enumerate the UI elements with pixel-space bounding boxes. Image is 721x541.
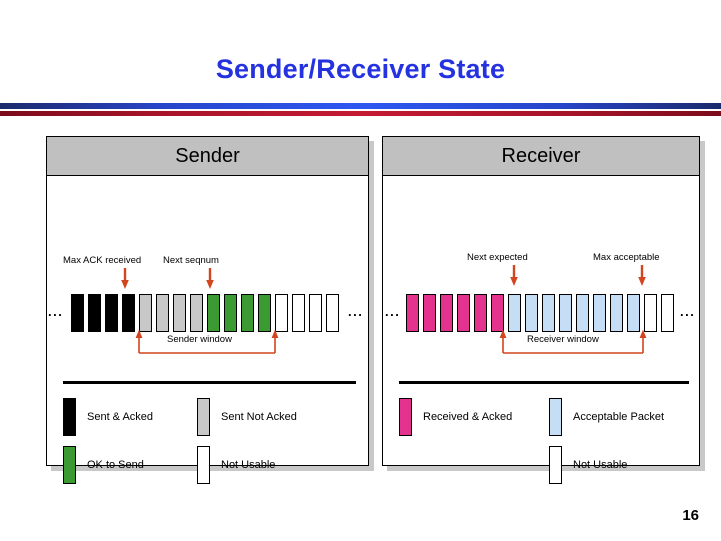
- sender-panel-body: Max ACK received Next seqnum ... ... Sen…: [47, 176, 368, 484]
- sender-packet-block: [207, 294, 220, 332]
- sender-packet-block: [156, 294, 169, 332]
- sender-packet-block: [71, 294, 84, 332]
- sender-window-bracket: [135, 329, 279, 354]
- receiver-panel-title: Receiver: [501, 144, 581, 167]
- legend-item-received-acked: Received & Acked: [399, 398, 512, 436]
- receiver-left-ellipsis: ...: [385, 304, 401, 319]
- legend-item-sent-not-acked: Sent Not Acked: [197, 398, 297, 436]
- legend-label-not-usable-sender: Not Usable: [221, 459, 276, 471]
- receiver-packet-block: [423, 294, 436, 332]
- receiver-packet-block: [508, 294, 521, 332]
- receiver-panel-body: Next expected Max acceptable ... ... Rec…: [383, 176, 699, 484]
- receiver-panel: Receiver Next expected Max acceptable ..…: [382, 136, 700, 484]
- legend-item-ok-to-send: OK to Send: [63, 446, 144, 484]
- sender-packet-block: [326, 294, 339, 332]
- receiver-pointer-label-max-acceptable: Max acceptable: [593, 252, 660, 263]
- legend-label-acceptable-packet: Acceptable Packet: [573, 411, 665, 423]
- legend-item-acceptable-packet: Acceptable Packet: [549, 398, 664, 436]
- receiver-panel-header: Receiver: [383, 137, 699, 176]
- receiver-packet-block: [542, 294, 555, 332]
- legend-label-sent-not-acked: Sent Not Acked: [221, 411, 297, 423]
- sender-packet-block: [190, 294, 203, 332]
- receiver-packet-block: [525, 294, 538, 332]
- receiver-packet-block: [661, 294, 674, 332]
- legend-swatch-not-usable-sender: [197, 446, 210, 484]
- legend-swatch-received-acked: [399, 398, 412, 436]
- sender-packet-block: [241, 294, 254, 332]
- legend-swatch-sent-acked: [63, 398, 76, 436]
- receiver-packet-block: [457, 294, 470, 332]
- header-rule-red: [0, 111, 721, 116]
- sender-panel: Sender Max ACK received Next seqnum ... …: [46, 136, 369, 484]
- receiver-packet-strip: [406, 294, 678, 332]
- receiver-packet-block: [491, 294, 504, 332]
- sender-left-ellipsis: ...: [48, 304, 64, 319]
- legend-label-ok-to-send: OK to Send: [87, 459, 144, 471]
- sender-pointer-label-max-ack-received: Max ACK received: [63, 255, 142, 266]
- sender-panel-header: Sender: [47, 137, 368, 176]
- receiver-packet-block: [610, 294, 623, 332]
- legend-label-not-usable-receiver: Not Usable: [573, 459, 628, 471]
- down-arrow-icon: [206, 268, 214, 289]
- sender-right-ellipsis: ...: [348, 304, 364, 319]
- sender-packet-block: [292, 294, 305, 332]
- legend-item-sent-acked: Sent & Acked: [63, 398, 153, 436]
- receiver-packet-block: [627, 294, 640, 332]
- legend-swatch-sent-not-acked: [197, 398, 210, 436]
- header-rule-white: [0, 109, 721, 111]
- page-title: Sender/Receiver State: [215, 54, 506, 84]
- receiver-pointer-label-next-expected: Next expected: [467, 252, 528, 263]
- legend-label-sent-acked: Sent & Acked: [87, 411, 154, 423]
- receiver-packet-block: [440, 294, 453, 332]
- sender-window-label: Sender window: [164, 334, 235, 345]
- legend-swatch-not-usable-receiver: [549, 446, 562, 484]
- sender-packet-block: [88, 294, 101, 332]
- receiver-window-bracket: [499, 329, 647, 354]
- sender-legend-divider: [63, 381, 356, 384]
- receiver-right-ellipsis: ...: [680, 304, 696, 319]
- sender-packet-block: [173, 294, 186, 332]
- receiver-packet-block: [474, 294, 487, 332]
- receiver-packet-block: [644, 294, 657, 332]
- sender-packet-block: [309, 294, 322, 332]
- sender-panel-title: Sender: [175, 144, 240, 167]
- sender-packet-block: [105, 294, 118, 332]
- legend-swatch-acceptable-packet: [549, 398, 562, 436]
- receiver-legend-divider: [399, 381, 689, 384]
- sender-packet-block: [275, 294, 288, 332]
- legend-item-not-usable-sender: Not Usable: [197, 446, 275, 484]
- sender-packet-block: [139, 294, 152, 332]
- sender-packet-block: [258, 294, 271, 332]
- header-rule-blue: [0, 103, 721, 109]
- sender-packet-strip: [71, 294, 343, 332]
- legend-item-not-usable-receiver: Not Usable: [549, 446, 627, 484]
- legend-label-received-acked: Received & Acked: [423, 411, 513, 423]
- receiver-packet-block: [559, 294, 572, 332]
- receiver-packet-block: [576, 294, 589, 332]
- down-arrow-icon: [638, 265, 646, 286]
- receiver-window-label: Receiver window: [524, 334, 602, 345]
- sender-pointer-label-next-seqnum: Next seqnum: [163, 255, 219, 266]
- sender-packet-block: [122, 294, 135, 332]
- legend-swatch-ok-to-send: [63, 446, 76, 484]
- page-number: 16: [682, 507, 699, 524]
- receiver-packet-block: [406, 294, 419, 332]
- sender-packet-block: [224, 294, 237, 332]
- down-arrow-icon: [510, 265, 518, 286]
- down-arrow-icon: [121, 268, 129, 289]
- receiver-packet-block: [593, 294, 606, 332]
